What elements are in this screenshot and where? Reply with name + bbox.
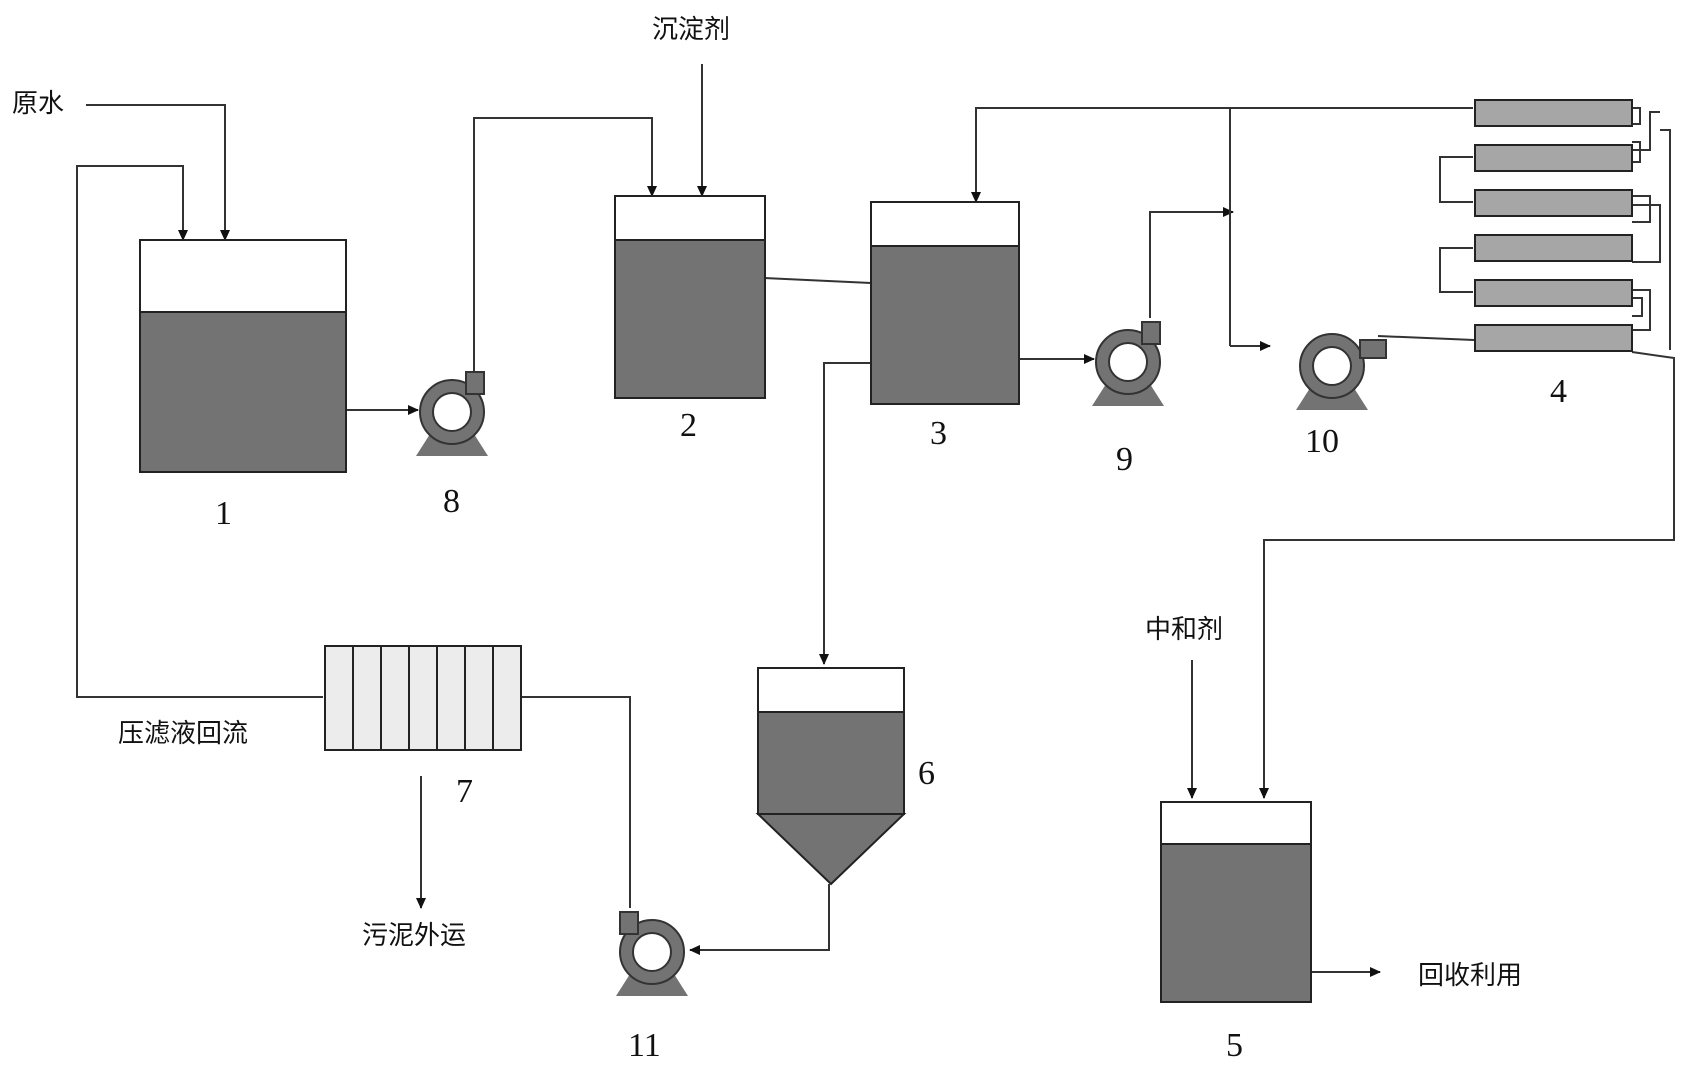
recycle-label: 回收利用 bbox=[1418, 961, 1522, 991]
tank-2-number: 2 bbox=[680, 407, 697, 444]
neutralizer-label: 中和剂 bbox=[1145, 615, 1223, 645]
pump-10 bbox=[1295, 333, 1387, 411]
filter-press-7 bbox=[324, 645, 522, 751]
tank-5 bbox=[1160, 801, 1312, 1003]
membrane-4-number: 4 bbox=[1550, 373, 1567, 410]
tank-3 bbox=[870, 201, 1020, 405]
tank-5-number: 5 bbox=[1226, 1027, 1243, 1064]
sludge-out-label: 污泥外运 bbox=[362, 921, 466, 951]
pipes bbox=[76, 64, 1675, 977]
tank-1 bbox=[139, 239, 347, 473]
settler-6-number: 6 bbox=[918, 755, 935, 792]
filter-press-7-number: 7 bbox=[456, 773, 473, 810]
tank-2 bbox=[614, 195, 766, 399]
filtrate-return-label: 压滤液回流 bbox=[118, 719, 248, 749]
pump-11-number: 11 bbox=[628, 1027, 661, 1064]
pump-11 bbox=[615, 911, 689, 997]
tank-3-number: 3 bbox=[930, 415, 947, 452]
membrane-module-4 bbox=[1474, 99, 1633, 352]
settler-6 bbox=[755, 667, 907, 886]
pump-9 bbox=[1091, 321, 1165, 407]
raw-water-label: 原水 bbox=[12, 89, 64, 119]
pump-10-number: 10 bbox=[1305, 423, 1339, 460]
tank-1-number: 1 bbox=[215, 495, 232, 532]
precipitant-label: 沉淀剂 bbox=[652, 15, 730, 45]
pump-9-number: 9 bbox=[1116, 441, 1133, 478]
pump-8-number: 8 bbox=[443, 483, 460, 520]
pump-8 bbox=[415, 371, 489, 457]
